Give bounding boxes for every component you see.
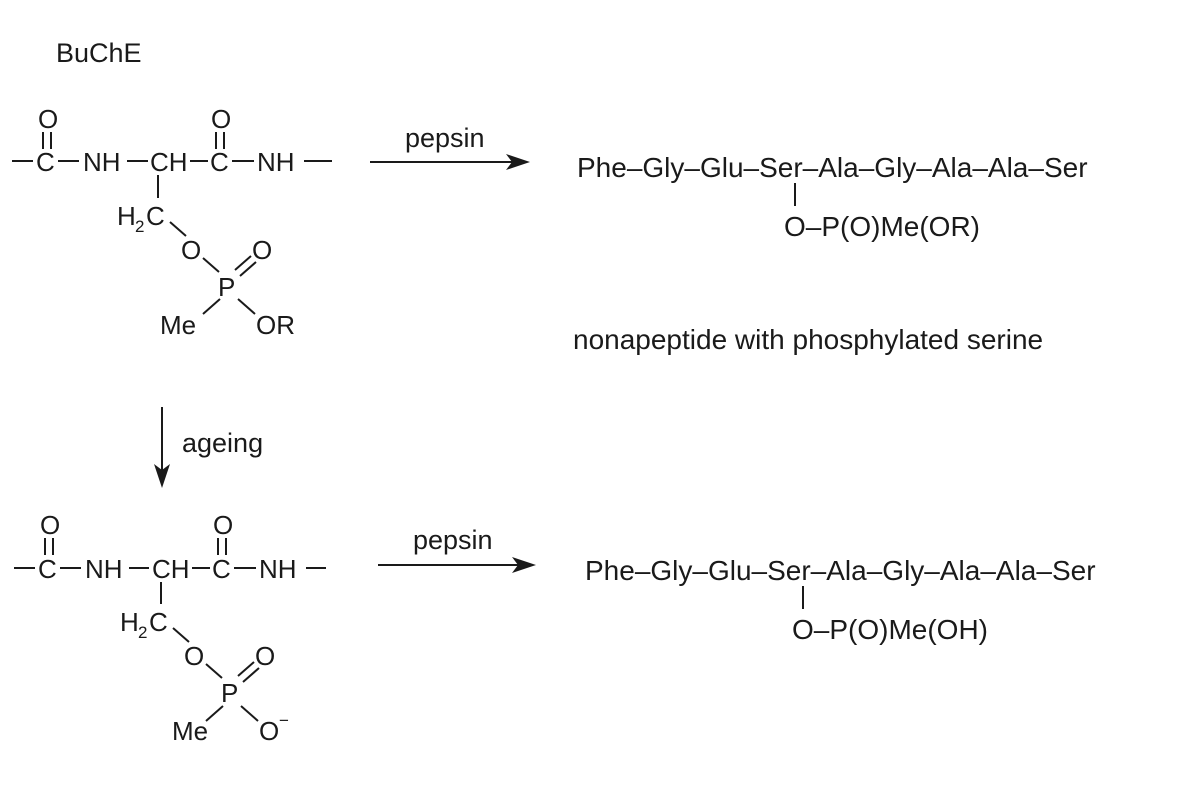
peptide-sequence: Phe–Gly–Glu–Ser–Ala–Gly–Ala–Ala–Ser <box>577 152 1088 183</box>
methyl: Me <box>160 310 196 340</box>
carbonyl-oxygen: O <box>40 510 60 540</box>
oxide-oxygen: O <box>259 716 279 746</box>
oxide-charge: − <box>279 711 289 730</box>
double-bond <box>234 255 252 271</box>
top-pepsin-label: pepsin <box>405 123 485 153</box>
top-product: Phe–Gly–Glu–Ser–Ala–Gly–Ala–Ala–Ser O–P(… <box>573 152 1088 355</box>
phosphyl-group: O–P(O)Me(OR) <box>784 211 980 242</box>
phosphyl-group: O–P(O)Me(OH) <box>792 614 988 645</box>
bond <box>172 627 190 643</box>
bond <box>202 298 221 315</box>
bond <box>237 298 256 315</box>
double-bond <box>237 661 255 677</box>
enzyme-label: BuChE <box>56 38 142 68</box>
carbonyl-oxygen: O <box>38 104 58 134</box>
phosphorus: P <box>221 678 238 708</box>
bond <box>205 663 223 679</box>
methyl: Me <box>172 716 208 746</box>
methylene-c: C <box>146 201 165 231</box>
bottom-pepsin-label: pepsin <box>413 525 493 555</box>
bond <box>240 705 259 722</box>
double-bond <box>239 261 257 277</box>
ester-oxygen: O <box>181 235 201 265</box>
amide-nh: NH <box>83 147 121 177</box>
double-bond <box>242 667 260 683</box>
alpha-ch: CH <box>150 147 188 177</box>
alkoxy: OR <box>256 310 295 340</box>
methylene-sub: 2 <box>135 217 144 236</box>
amide-nh: NH <box>257 147 295 177</box>
bond <box>169 221 187 237</box>
bond <box>202 257 220 273</box>
carbonyl-oxygen: O <box>211 104 231 134</box>
amide-nh: NH <box>85 554 123 584</box>
ester-oxygen: O <box>184 641 204 671</box>
phosphorus: P <box>218 272 235 302</box>
product-caption: nonapeptide with phosphylated serine <box>573 324 1043 355</box>
top-phosphylated-serine-structure: O O C NH CH C NH H 2 C O O P Me OR <box>12 104 332 340</box>
carbonyl-carbon: C <box>36 147 55 177</box>
carbonyl-carbon: C <box>210 147 229 177</box>
bottom-product: Phe–Gly–Glu–Ser–Ala–Gly–Ala–Ala–Ser O–P(… <box>585 555 1096 645</box>
methylene-c: C <box>149 607 168 637</box>
ageing-label: ageing <box>182 428 263 458</box>
alpha-ch: CH <box>152 554 190 584</box>
methylene-h: H <box>120 607 139 637</box>
ageing-arrow <box>154 407 170 488</box>
amide-nh: NH <box>259 554 297 584</box>
bond <box>205 705 224 722</box>
carbonyl-carbon: C <box>212 554 231 584</box>
peptide-sequence: Phe–Gly–Glu–Ser–Ala–Gly–Ala–Ala–Ser <box>585 555 1096 586</box>
carbonyl-carbon: C <box>38 554 57 584</box>
bottom-pepsin-arrow <box>378 557 536 573</box>
phosphoryl-oxygen: O <box>255 641 275 671</box>
carbonyl-oxygen: O <box>213 510 233 540</box>
bottom-aged-serine-structure: O O C NH CH C NH H 2 C O O P Me O − <box>14 510 326 746</box>
top-pepsin-arrow <box>370 154 530 170</box>
methylene-sub: 2 <box>138 623 147 642</box>
methylene-h: H <box>117 201 136 231</box>
phosphoryl-oxygen: O <box>252 235 272 265</box>
